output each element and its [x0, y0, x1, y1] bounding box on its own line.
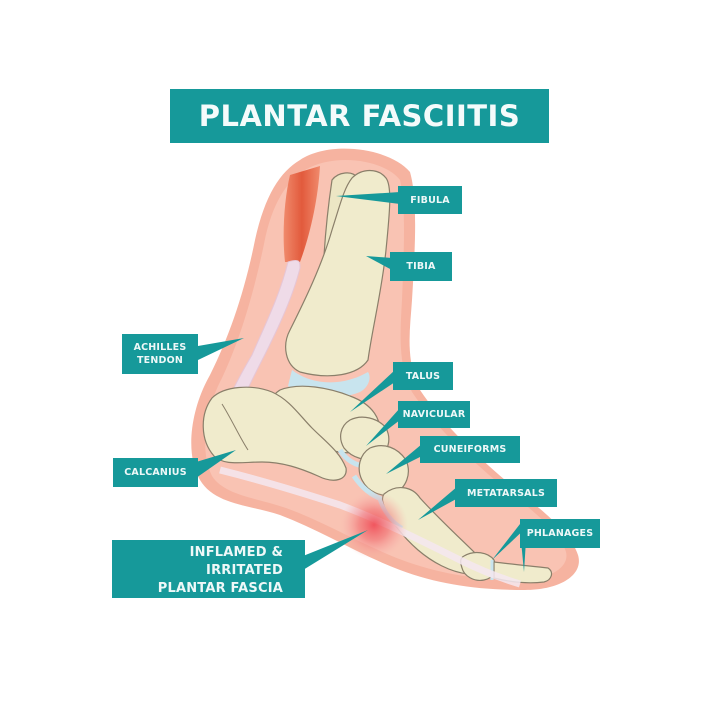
- label-cuneiforms-text: CUNEIFORMS: [433, 444, 507, 455]
- label-talus-text: TALUS: [405, 370, 441, 382]
- label-fibula: FIBULA: [398, 186, 462, 214]
- label-inflamed-line1: INFLAMED & IRRITATED: [189, 545, 283, 578]
- label-phlanages: PHLANAGES: [520, 519, 600, 548]
- label-tibia-text: TIBIA: [406, 261, 436, 272]
- label-fibula-text: FIBULA: [410, 194, 450, 206]
- tibia-bone: [285, 169, 391, 377]
- label-achilles-tendon: ACHILLES TENDON: [122, 334, 198, 374]
- label-navicular-text: NAVICULAR: [402, 409, 466, 420]
- label-phlanages-text: PHLANAGES: [526, 528, 594, 539]
- label-achilles-line2: TENDON: [136, 355, 184, 366]
- label-metatarsals: METATARSALS: [455, 479, 557, 507]
- label-talus: TALUS: [393, 362, 453, 390]
- label-navicular: NAVICULAR: [398, 401, 470, 428]
- page-title: PLANTAR FASCIITIS: [170, 89, 549, 143]
- label-tibia: TIBIA: [390, 252, 452, 281]
- label-cuneiforms: CUNEIFORMS: [420, 436, 520, 463]
- label-calcanius-text: CALCANIUS: [124, 467, 187, 478]
- label-calcanius: CALCANIUS: [113, 458, 198, 487]
- label-inflamed-line2: PLANTAR FASCIA: [157, 581, 283, 596]
- inflammation-spot: [340, 491, 408, 559]
- label-achilles-line1: ACHILLES: [133, 342, 187, 353]
- label-inflamed-plantar-fascia: INFLAMED & IRRITATED PLANTAR FASCIA: [112, 540, 305, 598]
- calcaneus-bone: [202, 386, 347, 481]
- label-metatarsals-text: METATARSALS: [466, 487, 545, 499]
